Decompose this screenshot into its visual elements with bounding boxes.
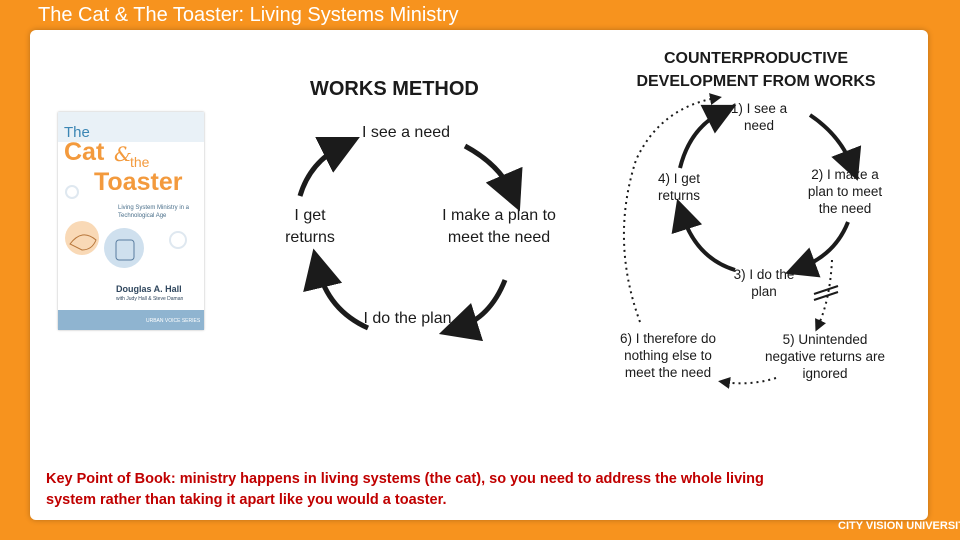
cp-step-5: 5) Unintended negative returns are ignor…: [764, 332, 886, 381]
book-series-band: [58, 310, 204, 330]
cp-step-3: 3) I do the plan: [733, 267, 795, 299]
wm-arrow-1: [463, 143, 523, 212]
cp-step-4: 4) I get returns: [657, 171, 701, 203]
book-title-the2: the: [130, 154, 150, 170]
cp-arrow-1: [808, 113, 862, 181]
wm-step-make-plan: I make a plan to meet the need: [442, 207, 556, 246]
book-cover-illustration: [58, 112, 204, 268]
key-point-text: Key Point of Book: ministry happens in l…: [46, 471, 764, 508]
book-title-cat: Cat: [64, 138, 105, 166]
book-author: Douglas A. Hall: [116, 284, 182, 294]
cp-arrow-3: [671, 198, 736, 272]
wm-step-get-returns: I get returns: [285, 207, 335, 246]
cp-arrow-4: [678, 104, 737, 169]
wm-step-do-plan: I do the plan: [363, 310, 452, 327]
cp-dotted-arrow-5-6: [718, 376, 777, 389]
wm-arrow-4: [297, 137, 360, 197]
slide-title: The Cat & The Toaster: Living Systems Mi…: [38, 4, 459, 26]
cp-step-6: 6) I therefore do nothing else to meet t…: [619, 331, 717, 380]
cp-arrow-2: [785, 221, 850, 278]
cp-blocked-mark-2: [813, 285, 839, 295]
book-cover: The Cat & the Toaster Living System Mini…: [58, 112, 204, 330]
book-title-the: The: [64, 124, 90, 141]
cp-blocked-mark-1: [813, 291, 839, 301]
cp-dotted-arrow-6-1: [622, 93, 722, 323]
book-subtitle: Living System Ministry in a Technologica…: [118, 205, 190, 219]
wm-step-see-need: I see a need: [361, 124, 451, 141]
city-vision-university-logo: CITY VISION UNIVERSITY: [838, 520, 960, 532]
book-title-toaster: Toaster: [94, 168, 183, 196]
wm-arrow-2: [438, 279, 508, 342]
cp-step-1: 1) I see a need: [730, 101, 788, 133]
cp-step-2: 2) I make a plan to meet the need: [807, 167, 883, 216]
book-coauthors: with Judy Hall & Steve Daman: [116, 296, 184, 302]
book-title-amp: &: [114, 142, 132, 166]
wm-arrow-3: [303, 248, 370, 331]
counterproductive-title: COUNTERPRODUCTIVE DEVELOPMENT FROM WORKS: [636, 50, 876, 90]
works-method-title: WORKS METHOD: [310, 78, 479, 100]
book-series: URBAN VOICE SERIES: [146, 318, 201, 324]
